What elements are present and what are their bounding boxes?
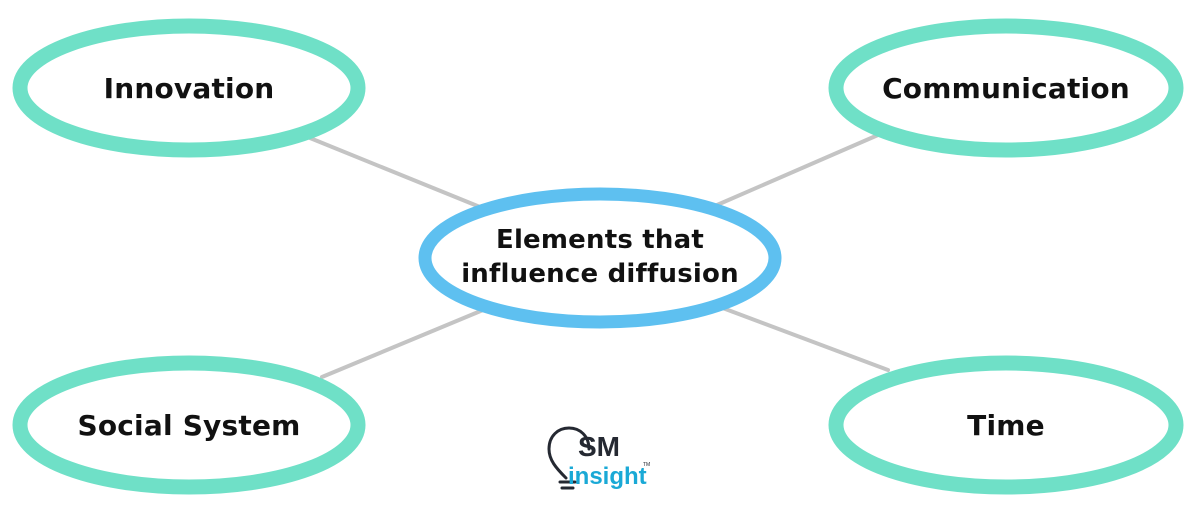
logo-sm-text: SM	[578, 431, 620, 462]
sm-insight-logo: SM insight TM	[547, 426, 650, 490]
node-communication: Communication	[828, 18, 1184, 158]
lightbulb-icon	[547, 426, 591, 490]
node-time-label: Time	[967, 409, 1045, 442]
node-innovation-label: Innovation	[104, 72, 275, 105]
connector-time	[718, 305, 890, 372]
node-communication-label: Communication	[882, 72, 1130, 105]
node-communication-ring	[828, 18, 1184, 158]
node-time: Time	[828, 355, 1184, 495]
node-social-system-ring	[12, 355, 366, 495]
center-label-line1: Elements that	[496, 225, 704, 255]
node-innovation: Innovation	[12, 18, 366, 158]
connector-communication	[715, 133, 880, 207]
node-social-system: Social System	[12, 355, 366, 495]
logo-tm-text: TM	[643, 462, 650, 468]
node-center: Elements that influence diffusion	[418, 187, 782, 329]
connector-social-system	[320, 308, 485, 379]
node-time-ring	[828, 355, 1184, 495]
node-social-system-label: Social System	[77, 409, 300, 442]
center-label-line2: influence diffusion	[461, 259, 739, 289]
connectors	[308, 133, 890, 379]
connector-innovation	[308, 136, 482, 209]
logo-insight-text: insight	[568, 463, 647, 490]
node-innovation-ring	[12, 18, 366, 158]
node-center-ring	[418, 187, 782, 329]
